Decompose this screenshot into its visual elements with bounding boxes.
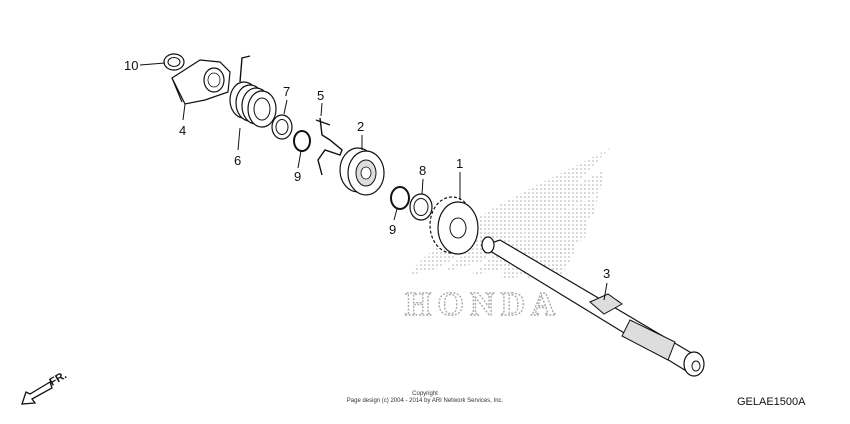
callout-9a: 9 xyxy=(294,150,302,184)
callout-5: 5 xyxy=(317,88,324,117)
callout-2: 2 xyxy=(357,119,364,150)
svg-text:Page design (c) 2004 - 2014 by: Page design (c) 2004 - 2014 by ARI Netwo… xyxy=(347,398,504,404)
part-3-spindle xyxy=(480,236,705,377)
svg-text:2: 2 xyxy=(357,119,364,134)
honda-wordmark: HONDA xyxy=(405,286,562,323)
svg-text:9: 9 xyxy=(389,222,396,237)
callout-6: 6 xyxy=(234,127,241,168)
svg-text:Copyright: Copyright xyxy=(412,391,438,397)
svg-text:FR.: FR. xyxy=(48,369,69,388)
svg-text:1: 1 xyxy=(456,156,463,171)
callout-9b: 9 xyxy=(389,208,398,237)
part-5-ratchet-spring xyxy=(315,117,343,176)
part-1-gear xyxy=(429,196,479,255)
copyright-notice: Copyright Page design (c) 2004 - 2014 by… xyxy=(347,391,504,404)
callout-10: 10 xyxy=(124,58,166,73)
part-2-ratchet xyxy=(339,147,385,196)
part-8-washer xyxy=(409,193,433,221)
callout-4: 4 xyxy=(179,103,186,138)
diagram-code: GELAE1500A xyxy=(737,396,806,408)
part-6-spring xyxy=(229,55,277,128)
part-10-circlip xyxy=(163,53,185,71)
part-9-circlip-a xyxy=(293,130,311,152)
callout-3: 3 xyxy=(603,266,610,301)
part-4-collar xyxy=(171,59,231,105)
callout-8: 8 xyxy=(419,163,426,195)
svg-text:9: 9 xyxy=(294,169,301,184)
svg-text:6: 6 xyxy=(234,153,241,168)
part-7-washer xyxy=(271,114,293,140)
callout-7: 7 xyxy=(283,84,290,115)
svg-text:10: 10 xyxy=(124,58,138,73)
part-9-circlip-b xyxy=(390,186,410,210)
svg-text:4: 4 xyxy=(179,123,186,138)
svg-text:7: 7 xyxy=(283,84,290,99)
svg-text:3: 3 xyxy=(603,266,610,281)
callout-1: 1 xyxy=(456,156,463,200)
svg-text:5: 5 xyxy=(317,88,324,103)
front-direction-arrow: FR. xyxy=(21,369,69,405)
svg-text:8: 8 xyxy=(419,163,426,178)
